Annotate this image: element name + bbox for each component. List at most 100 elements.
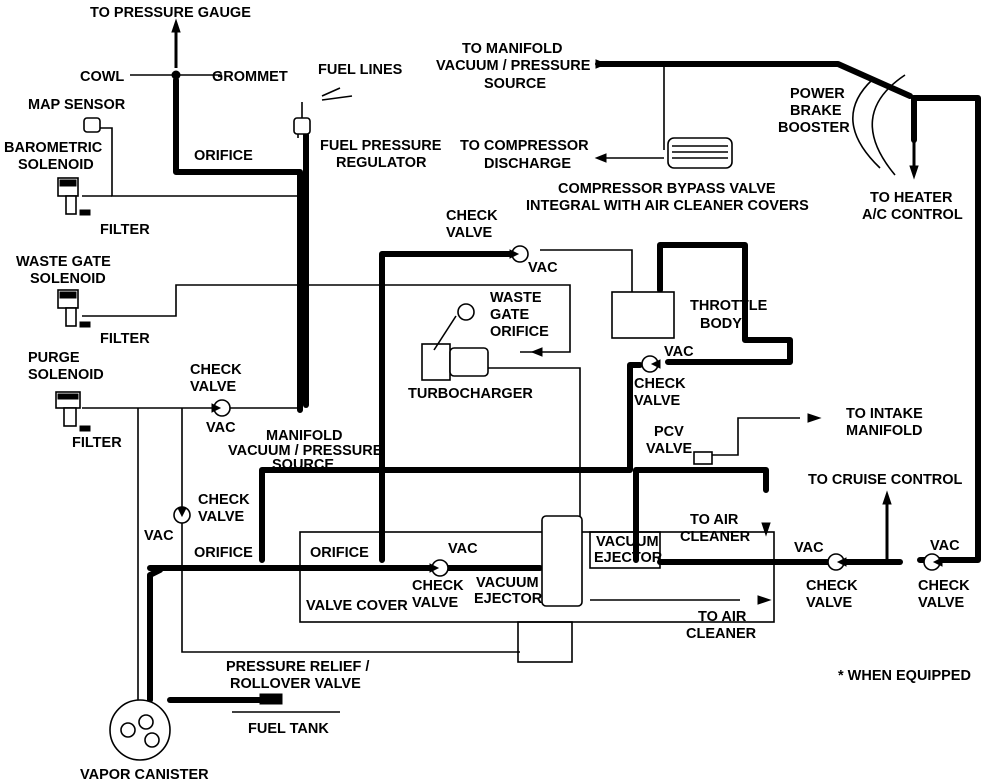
label-to-manifold-3: SOURCE [484, 76, 546, 92]
pressure-relief-valve-icon [259, 693, 283, 705]
label-fuel-tank: FUEL TANK [248, 721, 329, 737]
arrow-right-manifold [595, 59, 608, 69]
fuel-pressure-regulator-icon [293, 117, 311, 135]
check-valve-purge-icon [211, 399, 231, 417]
compressor-bypass-valve-icon [667, 137, 733, 169]
label-check-valve-r1-2: VALVE [806, 595, 853, 611]
check-valve-top-icon [509, 245, 529, 263]
check-valve-top-hose [379, 251, 513, 563]
label-vapor-canister: VAPOR CANISTER [80, 767, 209, 783]
intake-line [706, 417, 800, 456]
label-map-sensor: MAP SENSOR [28, 97, 126, 113]
label-ac-control: A/C CONTROL [862, 207, 963, 223]
label-when-equipped: * WHEN EQUIPPED [838, 668, 971, 684]
tb-left-line [540, 249, 633, 292]
arrow-right-intake [807, 413, 822, 423]
arrow-up-cruise [882, 490, 892, 505]
label-check-valve-left-1: CHECK [198, 492, 250, 508]
label-to-compressor: TO COMPRESSOR [460, 138, 589, 154]
waste-gate-orifice-icon [457, 303, 475, 321]
arrow-right-aircleaner [757, 595, 772, 605]
check-valve-mid-icon [429, 559, 449, 577]
label-brake: BRAKE [790, 103, 842, 119]
label-orifice-left: ORIFICE [194, 545, 253, 561]
vacuum-ejector-right-box [589, 531, 661, 569]
vacuum-ejector-center-icon [541, 515, 583, 607]
purge-solenoid-top [57, 393, 79, 400]
booster-arc [852, 79, 881, 169]
map-sensor-icon [83, 117, 101, 133]
label-orifice-box: ORIFICE [310, 545, 369, 561]
turbo-line [488, 367, 581, 520]
brake-booster-hose [595, 61, 913, 99]
label-check-valve-left-2: VALVE [198, 509, 245, 525]
label-mvps-3: SOURCE [272, 457, 334, 473]
label-check-valve-mid-2: VALVE [412, 595, 459, 611]
check-valves [173, 245, 943, 577]
label-cowl: COWL [80, 69, 124, 85]
label-waste-gate-solenoid: SOLENOID [30, 271, 106, 287]
label-barometric: BAROMETRIC [4, 140, 103, 156]
label-power: POWER [790, 86, 845, 102]
turbocharger-housing-icon [421, 343, 451, 381]
manifold-source-line [598, 63, 665, 150]
label-check-valve-top-2: VALVE [446, 225, 493, 241]
label-to-manifold-1: TO MANIFOLD [462, 41, 562, 57]
tb-right-hose [657, 242, 793, 365]
label-turbocharger: TURBOCHARGER [408, 386, 533, 402]
label-filter-1: FILTER [100, 222, 150, 238]
check-valve-left-icon [173, 506, 191, 524]
label-mvps-1: MANIFOLD [266, 428, 343, 444]
label-vac-left: VAC [144, 528, 174, 544]
label-check-valve-purge-1: CHECK [190, 362, 242, 378]
label-discharge: DISCHARGE [484, 156, 571, 172]
pcv-valve-icon [693, 451, 713, 465]
grommet-icon [171, 70, 181, 80]
filter-1-icon [79, 209, 91, 216]
label-pcv: PCV [654, 424, 684, 440]
label-check-valve-r2-2: VALVE [918, 595, 965, 611]
label-filter-3: FILTER [72, 435, 122, 451]
label-waste-gate-orifice-3: ORIFICE [490, 324, 549, 340]
label-to-cruise-control: TO CRUISE CONTROL [808, 472, 963, 488]
turbo-link [433, 315, 457, 351]
check-valve-right1-icon [827, 553, 847, 571]
gauge-hose [173, 77, 303, 413]
label-vacuum-ejector-left-2: EJECTOR [474, 591, 543, 607]
arrow-left-compressor [594, 153, 607, 163]
turbocharger-body-icon [449, 347, 489, 377]
label-regulator: REGULATOR [336, 155, 427, 171]
label-to-manifold-2: VACUUM / PRESSURE [436, 58, 591, 74]
label-check-valve-purge-2: VALVE [190, 379, 237, 395]
label-mvps-2: VACUUM / PRESSURE [228, 443, 383, 459]
barometric-solenoid-body [65, 195, 77, 215]
canister-hose [147, 567, 163, 703]
label-to-air-cleaner-1b: CLEANER [680, 529, 751, 545]
vapor-canister-icon [109, 699, 171, 761]
label-purge-solenoid: SOLENOID [28, 367, 104, 383]
fuel-lines-pointers [321, 87, 353, 101]
label-pressure-relief: PRESSURE RELIEF / [226, 659, 369, 675]
arrow-left-wgo [530, 347, 543, 357]
waste-gate-solenoid-top [59, 291, 77, 299]
label-fuel-lines: FUEL LINES [318, 62, 403, 78]
label-check-valve-top-1: CHECK [446, 208, 498, 224]
label-vacuum-ejector-right-1: VACUUM [596, 534, 659, 550]
arrow-down-aircleaner [761, 522, 771, 537]
label-orifice-top: ORIFICE [194, 148, 253, 164]
label-to-pressure-gauge: TO PRESSURE GAUGE [90, 5, 251, 21]
filter-2-icon [79, 321, 91, 328]
label-check-valve-mid-1: CHECK [412, 578, 464, 594]
label-vac-top: VAC [528, 260, 558, 276]
label-purge: PURGE [28, 350, 80, 366]
label-vac-right-2: VAC [930, 538, 960, 554]
label-filter-2: FILTER [100, 331, 150, 347]
label-check-valve-r1-1: CHECK [806, 578, 858, 594]
check-valve-right2-icon [923, 553, 943, 571]
label-grommet: GROMMET [212, 69, 288, 85]
waste-gate-line [82, 284, 571, 353]
label-to-air-cleaner-2a: TO AIR [698, 609, 747, 625]
label-vac-mid: VAC [448, 541, 478, 557]
label-waste-gate-orifice-1: WASTE [490, 290, 542, 306]
